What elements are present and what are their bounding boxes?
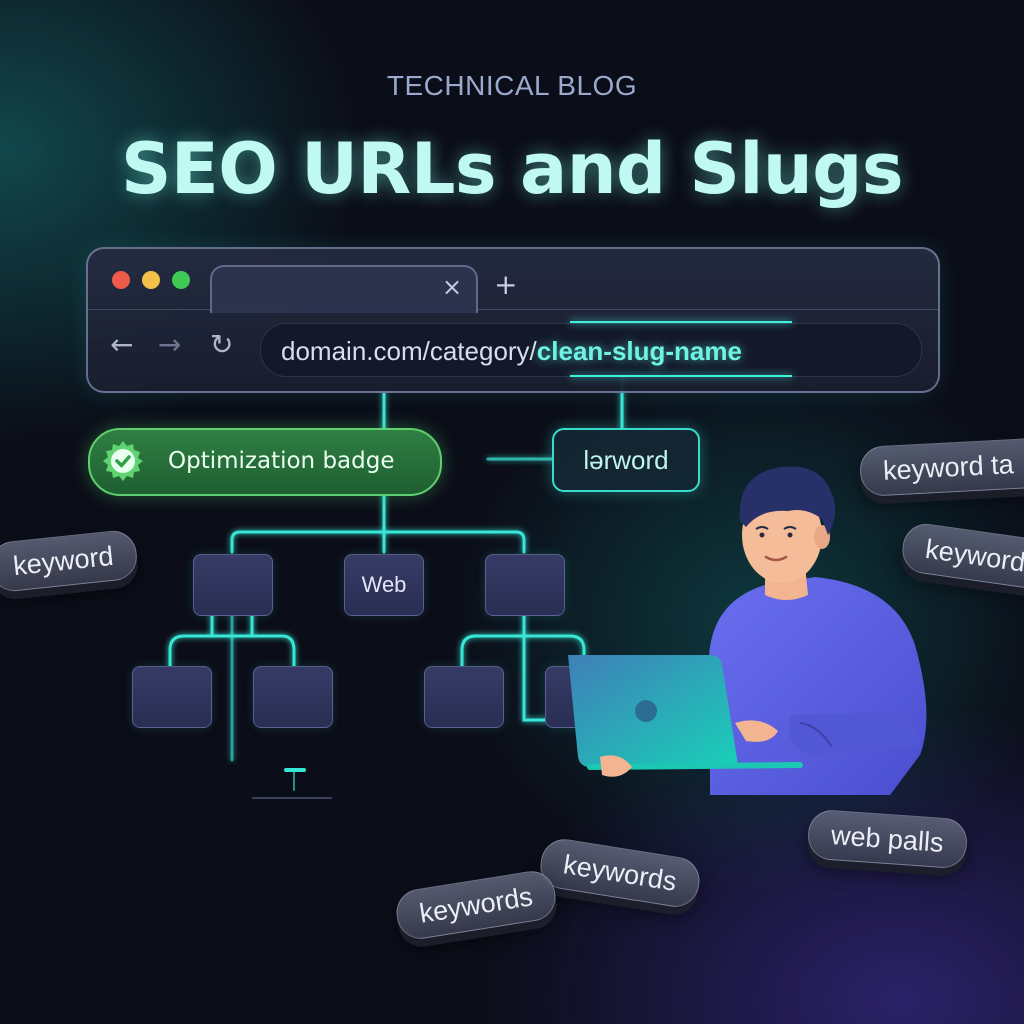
close-dot[interactable]: [112, 271, 130, 289]
url-bar[interactable]: domain.com/category/clean-slug-name: [260, 323, 922, 377]
tree-node: [193, 554, 273, 616]
tree-node-web: Web: [344, 554, 424, 616]
tree-node: [253, 666, 333, 728]
url-base: domain.com/category/: [281, 336, 537, 366]
url-text: domain.com/category/clean-slug-name: [281, 336, 742, 367]
forward-arrow-icon[interactable]: →: [158, 328, 182, 361]
tree-node: [132, 666, 212, 728]
browser-window: × + ← → ↻ domain.com/category/clean-slug…: [86, 247, 940, 393]
page-title: SEO URLs and Slugs: [120, 128, 904, 210]
slug-highlight-bottom: [570, 375, 792, 377]
blog-eyebrow: TECHNICAL BLOG: [386, 70, 638, 101]
maximize-dot[interactable]: [172, 271, 190, 289]
minimize-dot[interactable]: [142, 271, 160, 289]
reload-icon[interactable]: ↻: [210, 328, 234, 361]
slug-highlight-top: [570, 321, 792, 323]
floating-keyword-tag: keyword ta: [858, 436, 1024, 498]
tree-node: [485, 554, 565, 616]
person-with-laptop-illustration: [568, 466, 927, 795]
browser-tab[interactable]: ×: [210, 265, 478, 313]
back-arrow-icon[interactable]: ←: [110, 328, 134, 361]
new-tab-icon[interactable]: +: [494, 268, 518, 301]
url-slug: clean-slug-name: [536, 336, 742, 366]
check-seal-icon: [103, 441, 143, 481]
tab-close-icon[interactable]: ×: [442, 273, 463, 301]
tab-strip: × +: [88, 249, 938, 313]
badge-label: Optimization badge: [168, 448, 395, 474]
keyword-box: lərword: [552, 428, 700, 492]
optimization-badge: Optimization badge: [88, 428, 442, 496]
tree-node: [424, 666, 504, 728]
